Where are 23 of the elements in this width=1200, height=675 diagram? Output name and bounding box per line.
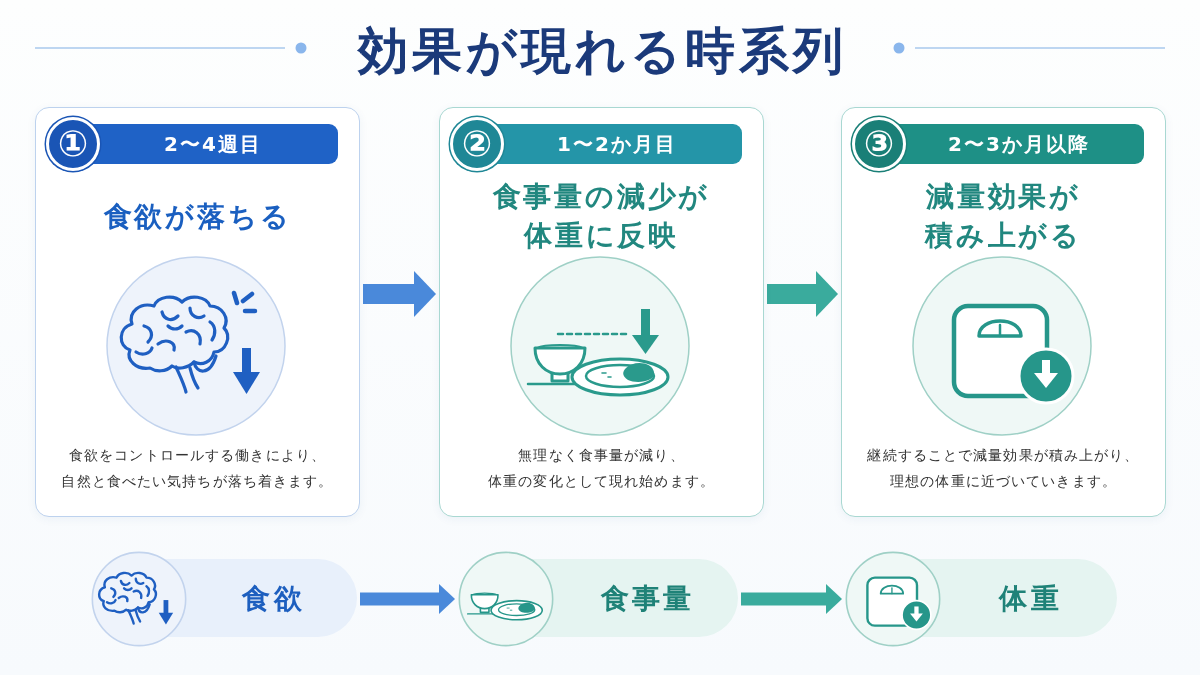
step-number-badge: ② [450,117,504,171]
step-card [439,107,764,517]
step-heading: 食欲が落ちる [103,198,292,235]
arrow [741,584,842,614]
page-title: 効果が現れる時系列 [356,21,847,82]
step-heading: 食事量の減少が体重に反映 [491,179,712,254]
step-description: 食欲をコントロールする働きにより、自然と食べたい気持ちが落ち着きます。 [61,446,334,491]
summary-pill [845,550,1117,648]
step-number-badge: ③ [852,117,906,171]
step-card [35,107,360,517]
arrow [363,271,436,317]
step-number-badge: ① [46,117,100,171]
summary-label: 体重 [997,581,1063,617]
step-card [841,107,1166,517]
step-heading: 減量効果が積み上がる [923,179,1083,254]
summary-pill [91,550,357,648]
summary-label: 食欲 [241,581,306,617]
arrow [767,271,838,317]
arrow [360,584,455,614]
step-description: 無理なく食事量が減り、体重の変化として現れ始めます。 [488,446,715,491]
summary-pill [458,550,738,648]
summary-label: 食事量 [599,581,695,617]
step-description: 継続することで減量効果が積み上がり、理想の体重に近づいていきます。 [867,446,1140,491]
